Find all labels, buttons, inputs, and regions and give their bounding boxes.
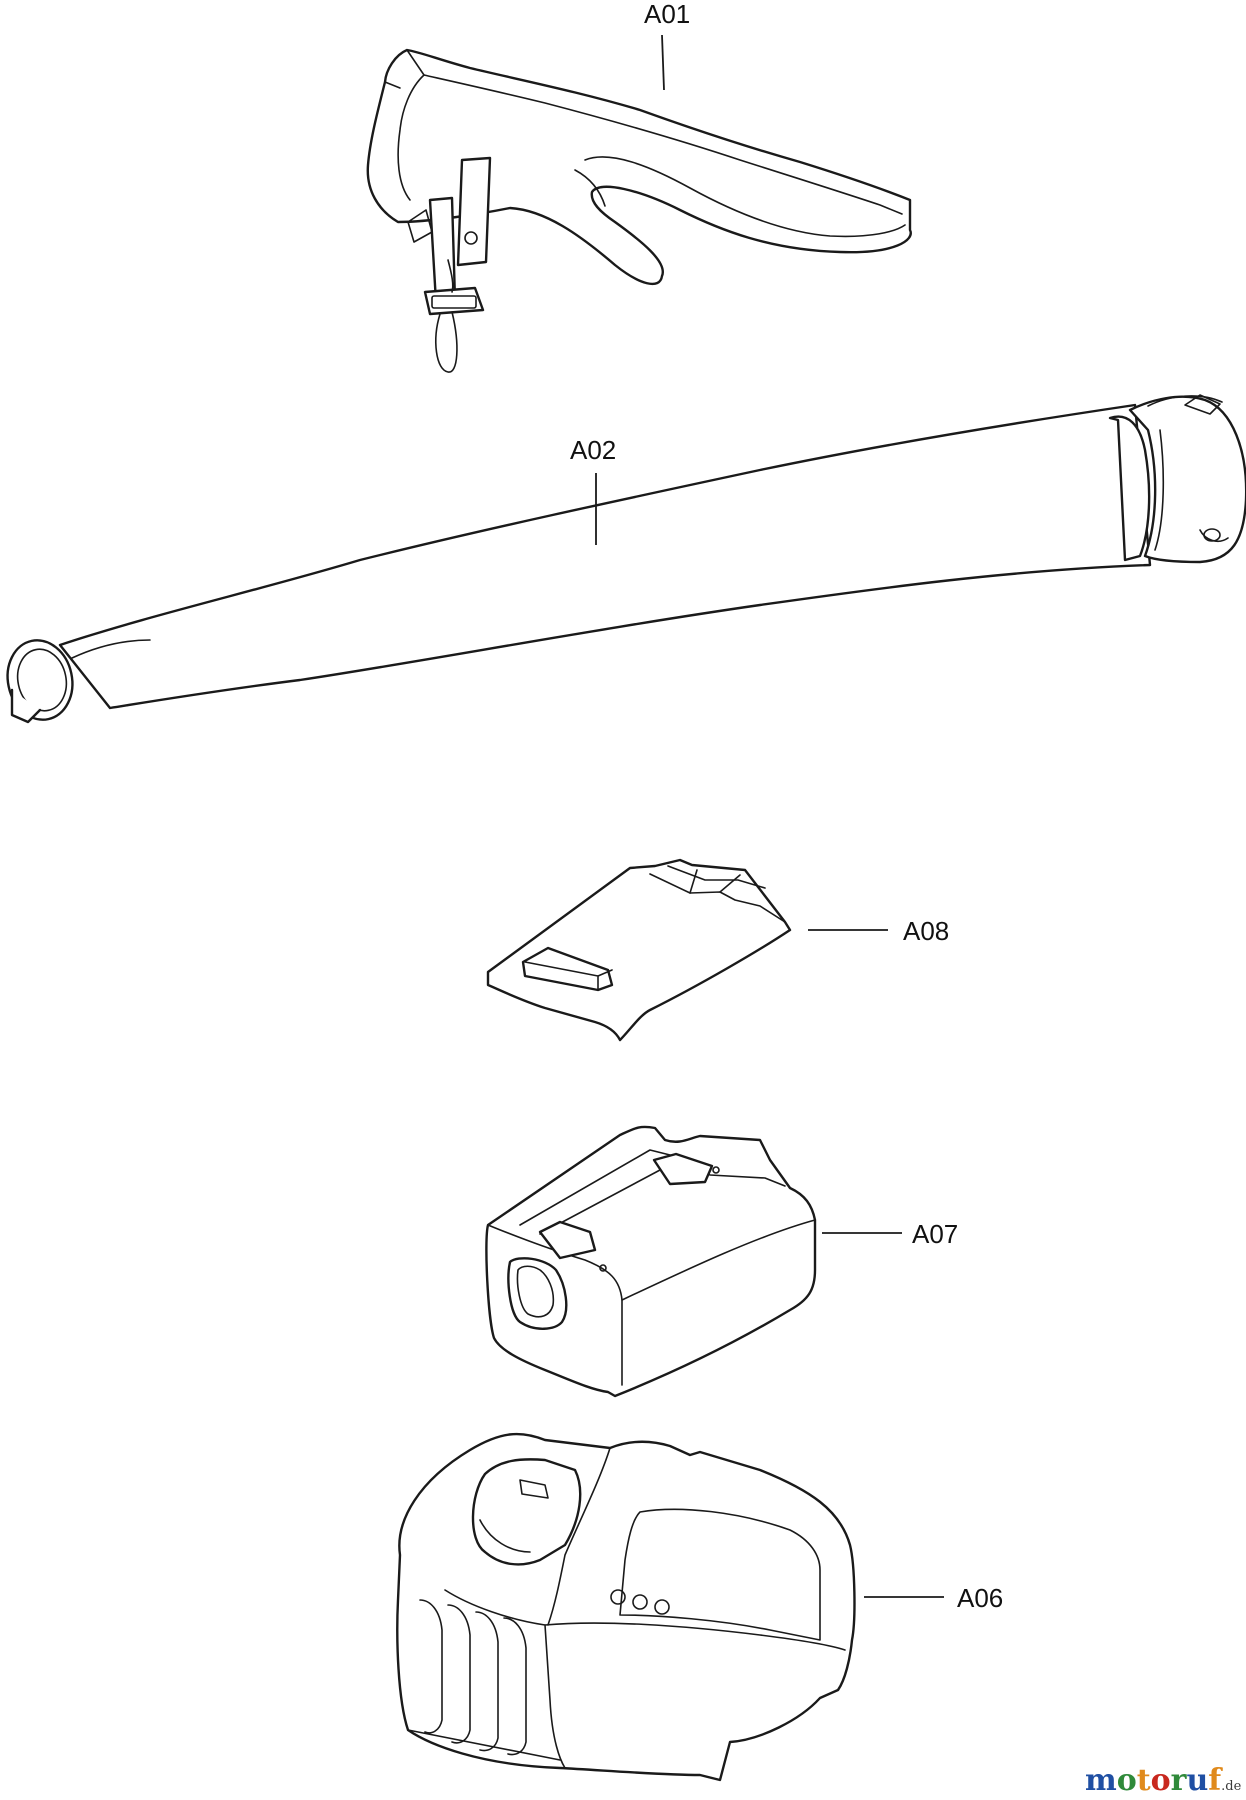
blower-tube-drawing — [6, 394, 1246, 724]
watermark-letter-7: f — [1208, 1763, 1223, 1798]
watermark-letter-5: r — [1171, 1763, 1188, 1798]
battery-pack-drawing — [485, 1125, 817, 1398]
label-a08: A08 — [903, 916, 949, 946]
watermark-letter-3: t — [1137, 1763, 1151, 1798]
label-a06: A06 — [957, 1583, 1003, 1613]
label-a07: A07 — [912, 1219, 958, 1249]
shoulder-strap-drawing — [366, 48, 912, 373]
watermark-suffix: .de — [1221, 1779, 1241, 1794]
label-a02: A02 — [570, 435, 616, 465]
svg-text:motoruf.de: motoruf.de — [1085, 1763, 1242, 1798]
battery-charger-drawing — [396, 1432, 856, 1782]
a01-leader — [661, 34, 665, 91]
watermark-letter-1: m — [1085, 1763, 1117, 1798]
watermark-letter-4: o — [1151, 1763, 1171, 1798]
watermark-letter-2: o — [1117, 1763, 1137, 1798]
motoruf-watermark: motoruf.de — [1085, 1763, 1242, 1798]
label-a01: A01 — [644, 0, 690, 29]
watermark-letter-6: u — [1186, 1763, 1208, 1798]
battery-cover-drawing — [486, 858, 792, 1042]
